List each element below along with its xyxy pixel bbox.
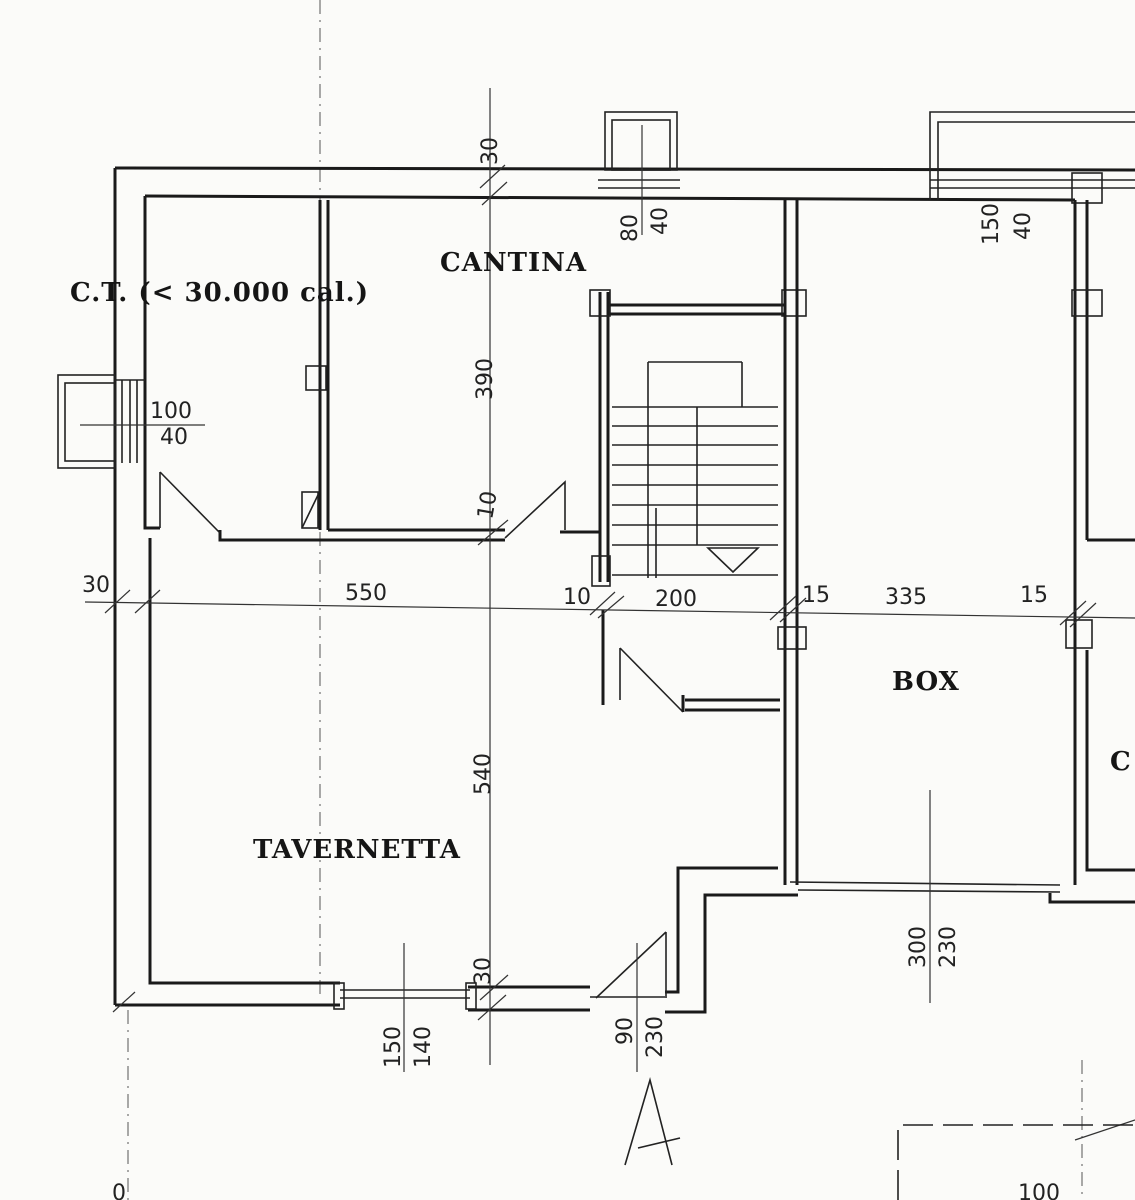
window-top-right bbox=[929, 111, 1135, 204]
dim-window-bottom-h: 140 bbox=[411, 1026, 436, 1068]
dim-partition: 10 bbox=[473, 489, 502, 521]
stairwell bbox=[589, 289, 807, 587]
room-label-tavernetta: TAVERNETTA bbox=[253, 835, 461, 865]
dim-cantina-depth: 390 bbox=[473, 358, 498, 400]
box-walls bbox=[777, 200, 1135, 904]
room-label-box: BOX bbox=[892, 667, 960, 697]
room-label-ct: C.T. (< 30.000 cal.) bbox=[70, 278, 369, 308]
dim-window-right-h: 40 bbox=[1011, 212, 1036, 240]
axis-lines bbox=[127, 0, 1083, 1200]
door-bottom bbox=[590, 931, 667, 1072]
dim-stair-width: 200 bbox=[655, 587, 697, 612]
dim-top-wall: 30 bbox=[478, 137, 503, 165]
dim-window-left-w: 100 bbox=[150, 399, 192, 424]
dim-bottom-wall: 30 bbox=[471, 957, 496, 985]
dim-door-bottom-w: 90 bbox=[613, 1017, 638, 1045]
dim-window-bottom-w: 150 bbox=[381, 1026, 406, 1068]
dim-window-right-w: 150 bbox=[979, 203, 1004, 245]
dim-box-door-h: 230 bbox=[936, 926, 961, 968]
dim-tavernetta-depth: 540 bbox=[471, 753, 496, 795]
room-label-cut: C bbox=[1110, 747, 1132, 777]
dim-window-top-h: 40 bbox=[648, 207, 673, 235]
dim-window-left-h: 40 bbox=[160, 425, 188, 450]
dim-box-width: 335 bbox=[885, 585, 927, 610]
window-left bbox=[57, 374, 205, 469]
exterior-walls bbox=[113, 166, 1135, 1014]
door-stair-lower bbox=[601, 610, 780, 713]
dim-bottom-right: 100 bbox=[1018, 1181, 1060, 1200]
dim-box-wall-right: 15 bbox=[1020, 583, 1048, 608]
dim-bottom-left: 0 bbox=[112, 1181, 126, 1200]
cantina-walls bbox=[218, 200, 505, 542]
dim-door-bottom-h: 230 bbox=[643, 1016, 668, 1058]
dim-left-wall: 30 bbox=[82, 573, 110, 598]
room-label-cantina: CANTINA bbox=[440, 248, 587, 278]
dim-window-top-w: 80 bbox=[618, 214, 643, 242]
window-top bbox=[598, 111, 680, 235]
dim-box-door-w: 300 bbox=[906, 926, 931, 968]
dim-tavernetta-width: 550 bbox=[345, 581, 387, 606]
dim-stair-wall: 10 bbox=[563, 585, 591, 610]
window-bottom bbox=[333, 943, 477, 1072]
dimension-lines bbox=[84, 88, 1135, 1141]
section-line bbox=[624, 1076, 1135, 1200]
dim-box-wall-left: 15 bbox=[802, 583, 830, 608]
